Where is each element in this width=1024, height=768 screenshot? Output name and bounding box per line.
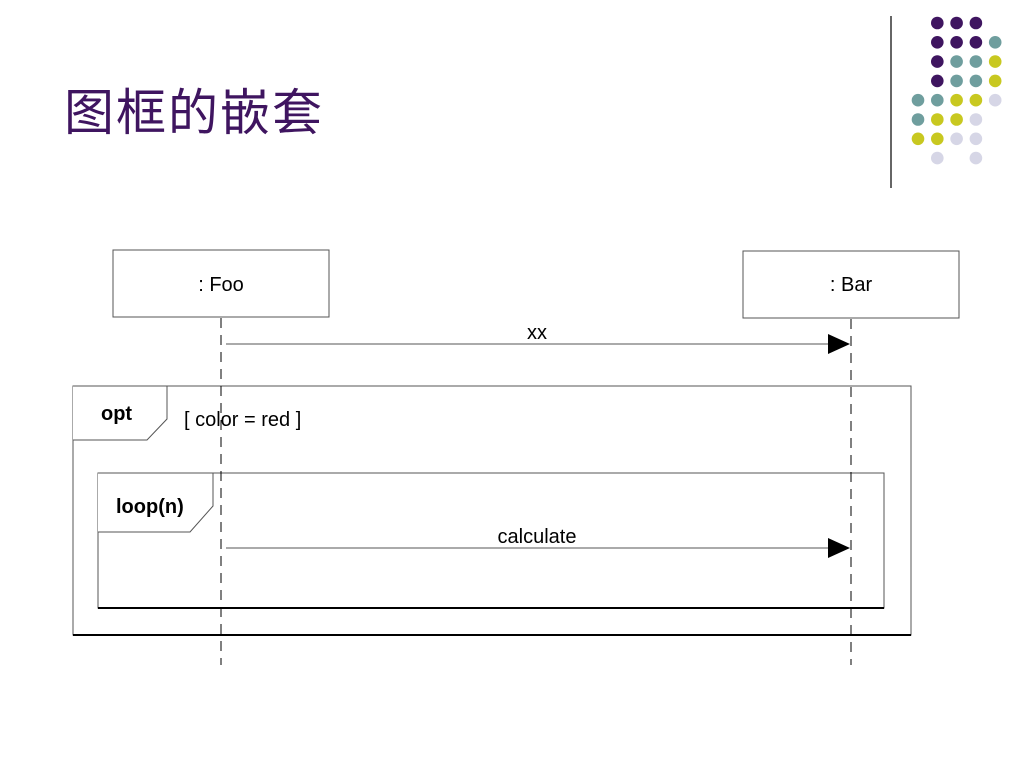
fragment-loop-tab (98, 472, 214, 533)
participant-foo[interactable]: : Foo (112, 249, 330, 318)
fragment-loop-operator: loop(n) (116, 496, 184, 518)
message-calculate[interactable]: calculate (226, 526, 850, 558)
fragment-loop[interactable]: loop(n) (97, 472, 885, 609)
participant-foo-label: : Foo (198, 274, 244, 296)
slide-title: 图框的嵌套 (64, 84, 324, 142)
message-xx[interactable]: xx (226, 322, 850, 354)
message-calculate-label: calculate (498, 526, 577, 548)
participant-bar[interactable]: : Bar (742, 250, 960, 319)
fragment-opt-guard: [ color = red ] (184, 409, 301, 431)
message-xx-label: xx (527, 322, 547, 344)
fragment-opt-operator: opt (101, 403, 132, 425)
participant-bar-label: : Bar (830, 274, 873, 296)
fragment-opt-tab (73, 385, 168, 441)
